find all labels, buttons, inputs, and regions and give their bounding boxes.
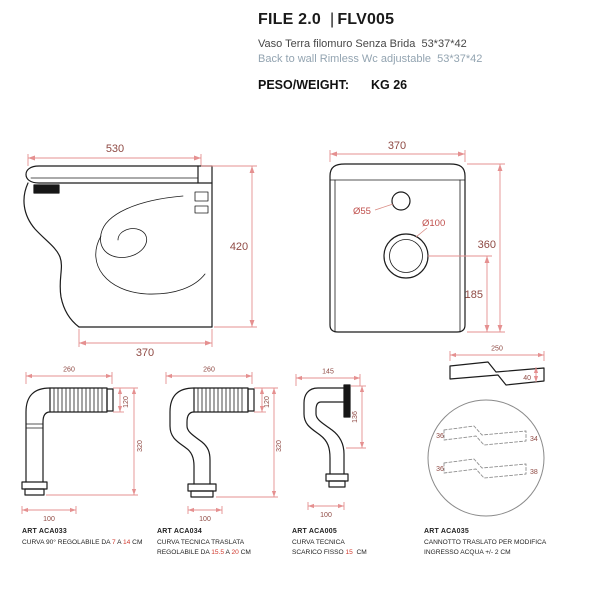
dim-370-side-label: 370 <box>136 347 154 359</box>
caption-aca005: ART ACA005 CURVA TECNICA SCARICO FISSO 1… <box>292 528 412 557</box>
aca005-dim-136-label: 136 <box>352 411 359 423</box>
aca005-description-line1: CURVA TECNICA <box>292 539 345 546</box>
caption-value: 15 <box>345 548 353 556</box>
aca005-drawing: 145 136 100 <box>295 369 366 519</box>
aca034-dim-100-label: 100 <box>199 516 211 523</box>
dim-370-front-label: 370 <box>388 140 406 152</box>
product-series: FILE 2.0 <box>258 11 321 28</box>
aca034-dim-260: 260 <box>165 367 253 384</box>
product-code: FLV005 <box>337 11 395 28</box>
caption-text: CM <box>130 539 143 546</box>
aca005-description-line2: SCARICO FISSO 15 CM <box>292 548 412 558</box>
aca033-dim-100: 100 <box>21 506 77 523</box>
aca033-dim-320-label: 320 <box>137 440 144 452</box>
hole-big-label: Ø100 <box>422 218 445 229</box>
aca033-dim-100-label: 100 <box>43 516 55 523</box>
caption-text: SCARICO FISSO <box>292 548 346 556</box>
aca005-dim-100-label: 100 <box>320 512 332 519</box>
subtitle-english: Back to wall Rimless Wc adjustable 53*37… <box>258 53 483 65</box>
aca033-elbow-pipe <box>21 387 114 496</box>
caption-value: 14 <box>123 539 131 546</box>
aca033-art-code: ART ACA033 <box>22 528 67 535</box>
dim-360: 360 <box>467 163 505 333</box>
aca034-description-line1: CURVA TECNICA TRASLATA <box>157 539 245 546</box>
aca033-description: CURVA 90° REGOLABILE DA 7 A 14 CM <box>22 538 162 548</box>
front-view-drawing: 370 Ø55 Ø100 360 185 <box>329 140 505 333</box>
weight-row: PESO/WEIGHT: KG 26 <box>258 78 482 92</box>
subtitle-italian: Vaso Terra filomuro Senza Brida 53*37*42 <box>258 38 467 50</box>
aca035-strip-dims: 36 34 36 38 <box>436 433 538 476</box>
dim-370-front: 370 <box>329 140 466 162</box>
aca035-art-code: ART ACA035 <box>424 528 469 535</box>
caption-text: A <box>115 539 123 546</box>
aca035-dim-38-label: 38 <box>530 469 538 476</box>
dim-370-side: 370 <box>78 329 213 359</box>
aca005-dim-136: 136 <box>346 385 366 449</box>
aca005-dim-145-label: 145 <box>322 369 334 376</box>
dim-360-label: 360 <box>478 239 496 251</box>
aca005-art-code: ART ACA005 <box>292 528 337 535</box>
caption-aca034: ART ACA034 CURVA TECNICA TRASLATA REGOLA… <box>157 528 287 557</box>
caption-text: CURVA 90° REGOLABILE DA <box>22 539 112 546</box>
aca034-dim-320: 320 <box>216 388 283 498</box>
caption-aca033: ART ACA033 CURVA 90° REGOLABILE DA 7 A 1… <box>22 528 162 548</box>
caption-text: A <box>224 548 232 556</box>
weight-value: KG 26 <box>370 78 408 92</box>
aca035-drawing: 250 40 36 34 36 38 <box>427 346 545 517</box>
aca005-dim-100: 100 <box>307 502 345 519</box>
aca035-dim-40-label: 40 <box>523 375 531 382</box>
aca035-dim-34-label: 34 <box>530 436 538 443</box>
aca033-dim-260: 260 <box>25 367 113 384</box>
side-view-drawing: 530 420 <box>23 143 257 359</box>
caption-text: CM <box>352 548 367 556</box>
toilet-side-profile <box>23 165 213 328</box>
aca035-description-line2: INGRESSO ACQUA +/- 2 CM <box>424 548 511 556</box>
header: FILE 2.0 |FLV005 Vaso Terra filomuro Senz… <box>258 11 482 92</box>
hole-labels: Ø55 Ø100 <box>353 203 445 238</box>
caption-value: 20 <box>231 548 239 556</box>
caption-value: 7 <box>111 539 116 546</box>
caption-text: REGOLABILE DA <box>157 548 212 556</box>
aca034-dim-260-label: 260 <box>203 367 215 374</box>
aca035-detail-circle <box>427 399 545 517</box>
caption-text: CM <box>238 548 251 556</box>
aca034-dim-100: 100 <box>187 506 223 523</box>
page-title: FILE 2.0 |FLV005 <box>258 11 482 29</box>
aca035-sleeve <box>449 361 545 386</box>
caption-value: 15.5 <box>211 548 225 556</box>
weight-label: PESO/WEIGHT: <box>258 78 349 92</box>
hole-small-label: Ø55 <box>353 206 371 217</box>
aca035-description-line1: CANNOTTO TRASLATO PER MODIFICA <box>424 539 547 546</box>
aca033-dim-120-label: 120 <box>123 396 130 408</box>
aca005-dim-145: 145 <box>295 369 361 386</box>
aca034-drawing: 260 120 320 100 <box>165 367 283 523</box>
dim-530: 530 <box>27 143 202 166</box>
aca035-dim-36a-label: 36 <box>436 433 444 440</box>
dim-420: 420 <box>201 165 257 328</box>
title-divider: | <box>329 11 335 28</box>
aca033-dim-260-label: 260 <box>63 367 75 374</box>
aca033-dim-320: 320 <box>46 388 144 496</box>
aca035-dim-36b-label: 36 <box>436 466 444 473</box>
aca005-s-pipe <box>303 384 351 488</box>
aca034-art-code: ART ACA034 <box>157 528 202 535</box>
dim-530-label: 530 <box>106 143 124 155</box>
aca034-description-line2: REGOLABILE DA 15.5 A 20 CM <box>157 548 287 558</box>
aca035-dim-250-label: 250 <box>491 346 503 353</box>
aca034-dim-120-label: 120 <box>264 396 271 408</box>
dim-185-label: 185 <box>465 289 483 301</box>
aca034-dim-320-label: 320 <box>276 440 283 452</box>
toilet-front-profile <box>329 163 466 333</box>
dim-185: 185 <box>428 255 492 332</box>
aca034-offset-pipe <box>169 387 255 498</box>
aca035-dim-40: 40 <box>523 367 539 382</box>
aca035-dim-250: 250 <box>449 346 545 361</box>
caption-aca035: ART ACA035 CANNOTTO TRASLATO PER MODIFIC… <box>424 528 574 557</box>
aca033-drawing: 260 120 320 100 <box>21 367 144 523</box>
dim-420-label: 420 <box>230 241 248 253</box>
